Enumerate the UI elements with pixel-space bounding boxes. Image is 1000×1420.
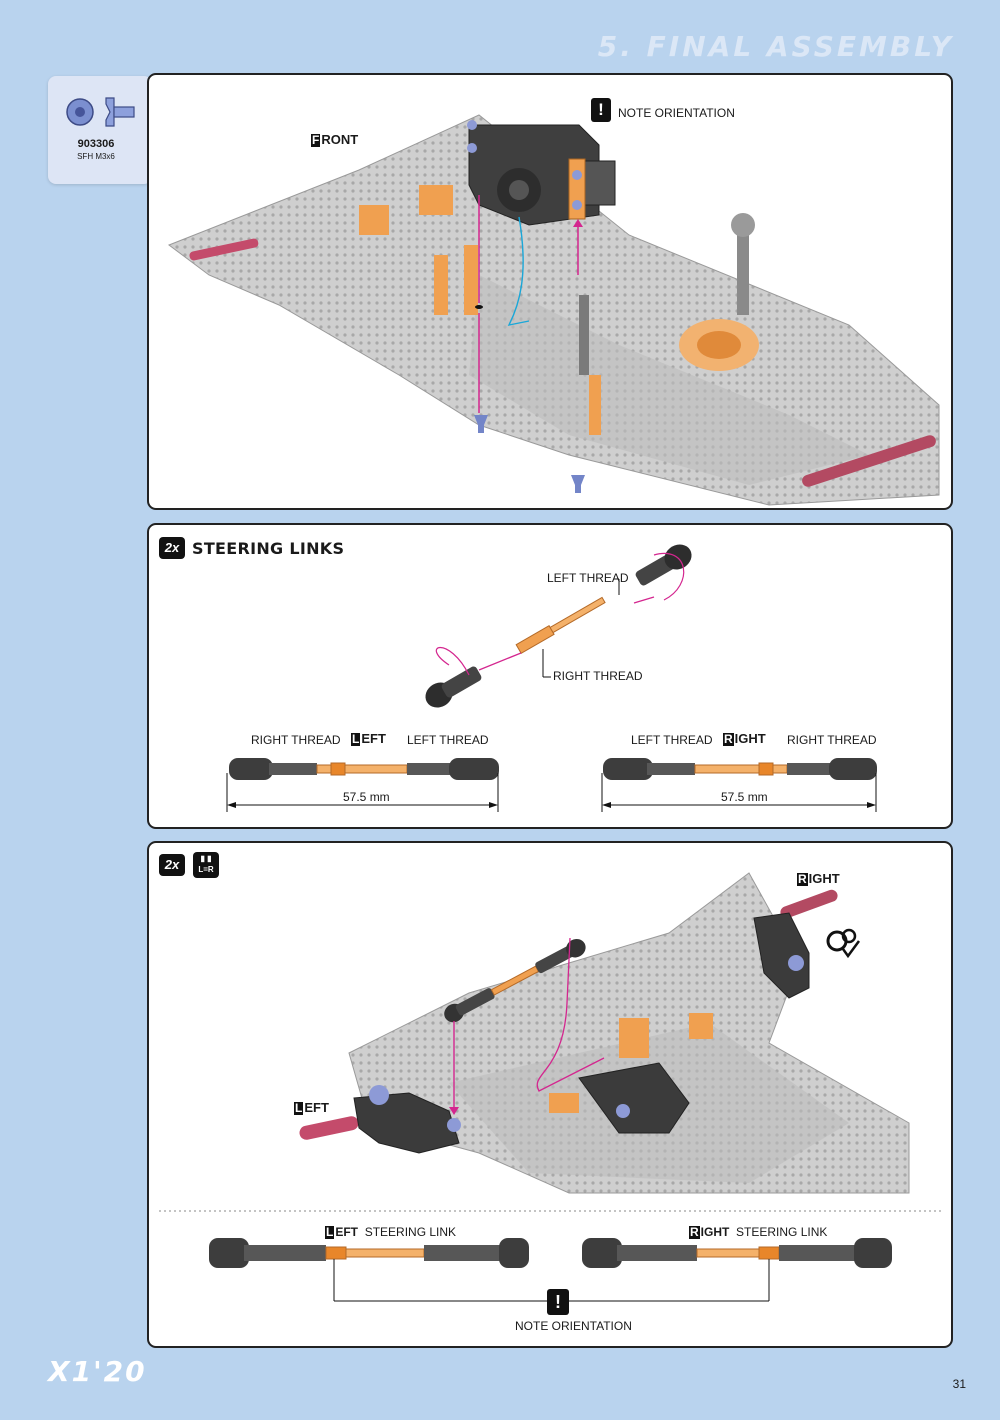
left-label-text: EFT xyxy=(304,1100,329,1115)
steering-links-heading: STEERING LINKS xyxy=(192,539,345,558)
right-link-initial: R xyxy=(723,732,734,746)
brand-logo: X1'20 xyxy=(48,1355,147,1388)
left-link-end-left: RIGHT THREAD xyxy=(251,733,341,747)
left-steering-link-text: STEERING LINK xyxy=(364,1225,457,1239)
note-orientation-label: NOTE ORIENTATION xyxy=(618,106,735,120)
right-link-end-right: RIGHT THREAD xyxy=(787,733,877,747)
screw-icon xyxy=(66,97,135,127)
chassis-illustration xyxy=(167,114,940,506)
left-thread-callout: LEFT THREAD xyxy=(547,571,629,585)
left-steering-link-initial: L xyxy=(325,1225,335,1239)
assembly-panel-link-install: 2x ▮ ▮ L=R xyxy=(147,841,953,1348)
front-initial: F xyxy=(311,133,321,147)
gear-check-icon xyxy=(826,928,861,959)
right-label-text: IGHT xyxy=(808,871,840,886)
right-thread-callout: RIGHT THREAD xyxy=(553,669,643,683)
warning-icon-2: ! xyxy=(547,1289,569,1315)
right-steering-link-side: IGHT xyxy=(700,1225,730,1239)
note-orientation-label-2: NOTE ORIENTATION xyxy=(515,1319,632,1333)
part-code: 903306 xyxy=(77,138,115,150)
left-link-initial: L xyxy=(351,732,361,746)
left-link-label-text: EFT xyxy=(361,731,386,746)
parts-card: 903306 SFH M3x6 xyxy=(48,76,152,184)
symmetry-icon: ▮ ▮ L=R xyxy=(193,852,219,878)
section-title: 5. FINAL ASSEMBLY xyxy=(597,30,954,63)
page-number: 31 xyxy=(952,1377,966,1391)
symmetry-text: L=R xyxy=(198,865,214,874)
steering-link-exploded xyxy=(226,544,877,812)
part-desc: SFH M3x6 xyxy=(77,152,115,161)
right-initial: R xyxy=(797,872,808,886)
left-link-length: 57.5 mm xyxy=(343,790,390,804)
left-steering-link-side: EFT xyxy=(335,1225,359,1239)
left-initial: L xyxy=(294,1101,304,1115)
front-label-text: RONT xyxy=(321,132,359,147)
qty-badge: 2x xyxy=(159,537,185,559)
left-link-end-right: LEFT THREAD xyxy=(407,733,489,747)
warning-icon: ! xyxy=(591,98,611,122)
right-link-label-text: IGHT xyxy=(734,731,766,746)
right-steering-link-initial: R xyxy=(689,1225,700,1239)
assembly-panel-steering-links: 2x STEERING LINKS xyxy=(147,523,953,829)
right-link-length: 57.5 mm xyxy=(721,790,768,804)
qty-badge-2: 2x xyxy=(159,854,185,876)
right-link-end-left: LEFT THREAD xyxy=(631,733,713,747)
steering-install-illustration xyxy=(159,872,941,1302)
right-steering-link-text: STEERING LINK xyxy=(736,1225,828,1239)
